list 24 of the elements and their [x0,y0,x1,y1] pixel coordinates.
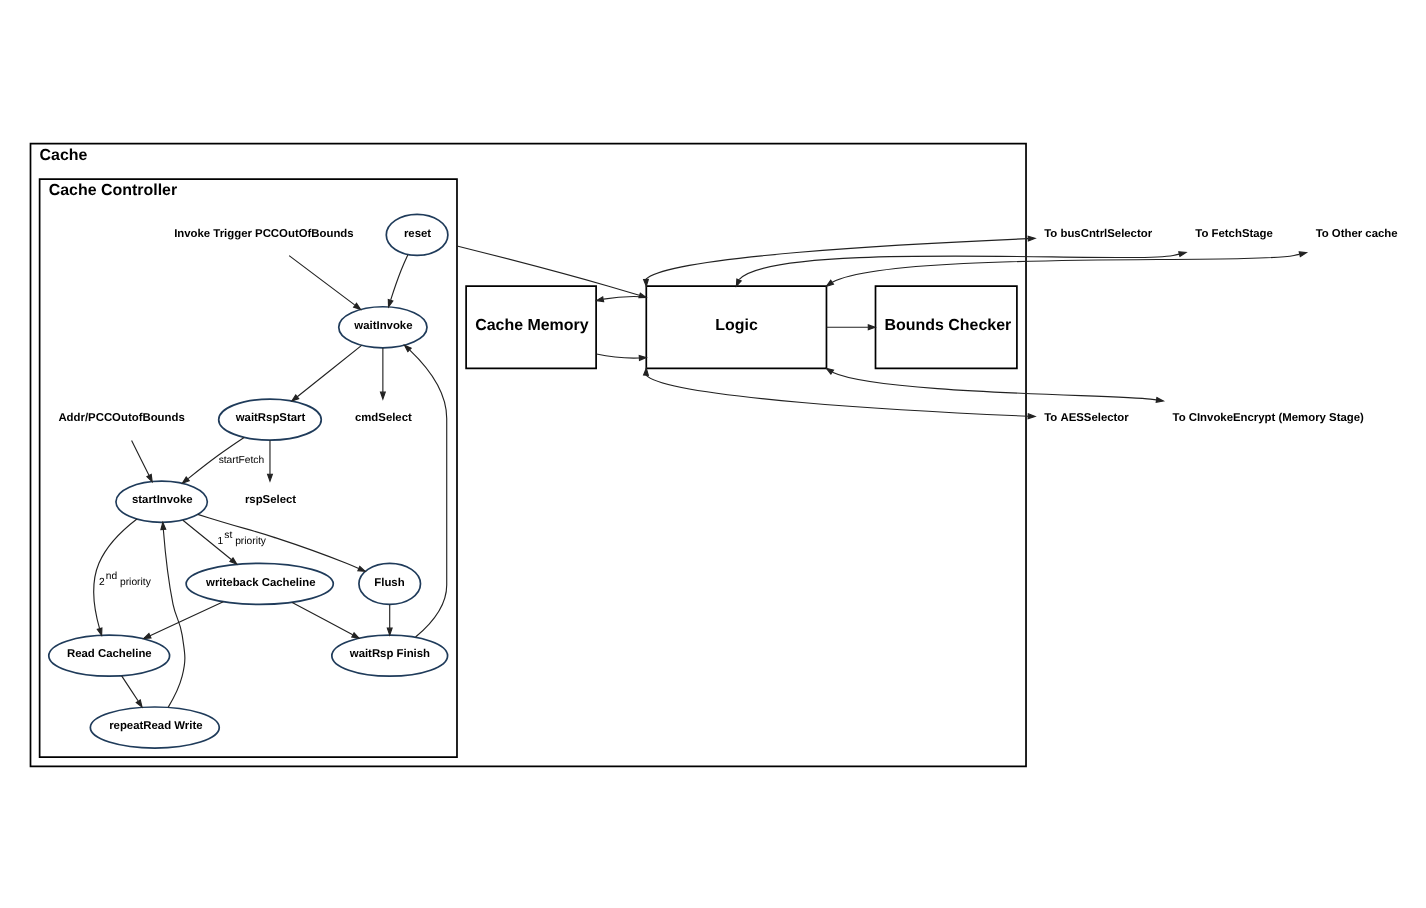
arrow [379,346,387,400]
arrow [266,438,274,482]
arrow [825,250,1309,287]
arrow [142,600,224,639]
arrow [182,518,239,565]
arrow [288,254,362,310]
arrow [456,244,648,298]
arrow [595,352,648,361]
arrow [825,366,1166,403]
arrow [197,512,367,572]
arrow [387,253,409,308]
arrow [403,343,448,637]
arrow [825,323,877,330]
arrow [93,517,138,636]
arrow [386,603,393,636]
arrow [160,519,186,707]
arrow [121,674,143,708]
arrow [291,600,361,638]
arrow [642,365,1037,419]
arrow [131,438,153,483]
arrow [642,234,1037,287]
arrow [735,250,1188,287]
arrow [181,435,245,484]
arrow [290,343,363,402]
